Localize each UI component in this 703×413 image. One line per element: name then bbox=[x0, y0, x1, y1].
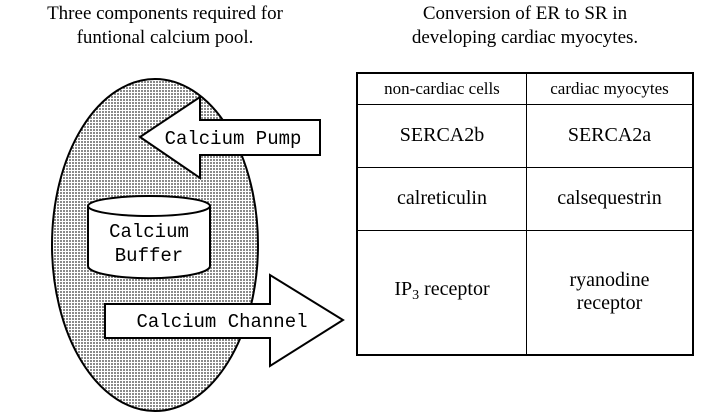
left-title-line-1: Three components required for bbox=[47, 3, 283, 24]
calcium-channel-label: Calcium Channel bbox=[136, 311, 307, 333]
calcium-pump-label: Calcium Pump bbox=[165, 128, 302, 150]
ip3-base: IP bbox=[394, 277, 413, 300]
table-row: IP3 receptor ryanodine receptor bbox=[356, 229, 694, 356]
ryanodine-line-2: receptor bbox=[576, 292, 643, 315]
calcium-buffer-label-line-1: Calcium bbox=[109, 221, 189, 243]
cell-ip3-receptor: IP3 receptor bbox=[356, 229, 527, 356]
er-sr-conversion-table: non-cardiac cells cardiac myocytes SERCA… bbox=[356, 72, 694, 356]
header-non-cardiac-cells: non-cardiac cells bbox=[356, 72, 527, 105]
right-title: Conversion of ER to SR in developing car… bbox=[360, 2, 690, 50]
table-row: calreticulin calsequestrin bbox=[356, 166, 694, 231]
calcium-buffer-label-line-2: Buffer bbox=[115, 245, 183, 267]
calcium-channel-arrow bbox=[104, 273, 345, 368]
table-header-row: non-cardiac cells cardiac myocytes bbox=[356, 72, 694, 105]
calcium-buffer-cylinder bbox=[87, 195, 211, 280]
cell-calsequestrin: calsequestrin bbox=[526, 166, 694, 231]
header-cardiac-myocytes: cardiac myocytes bbox=[526, 72, 694, 105]
cell-serca2b: SERCA2b bbox=[356, 104, 527, 168]
cell-calreticulin: calreticulin bbox=[356, 166, 527, 231]
right-title-line-1: Conversion of ER to SR in bbox=[422, 3, 628, 24]
right-title-line-2: developing cardiac myocytes. bbox=[411, 27, 639, 48]
table-row: SERCA2b SERCA2a bbox=[356, 104, 694, 168]
calcium-pump-arrow bbox=[138, 95, 321, 180]
ip3-subscript: 3 bbox=[412, 287, 420, 303]
ip3-rest: receptor bbox=[419, 277, 490, 300]
cell-ryanodine-receptor: ryanodine receptor bbox=[526, 229, 694, 356]
cell-serca2a: SERCA2a bbox=[526, 104, 694, 168]
ryanodine-line-1: ryanodine bbox=[569, 269, 650, 292]
left-title-line-2: funtional calcium pool. bbox=[76, 27, 254, 48]
left-title: Three components required for funtional … bbox=[0, 2, 330, 50]
